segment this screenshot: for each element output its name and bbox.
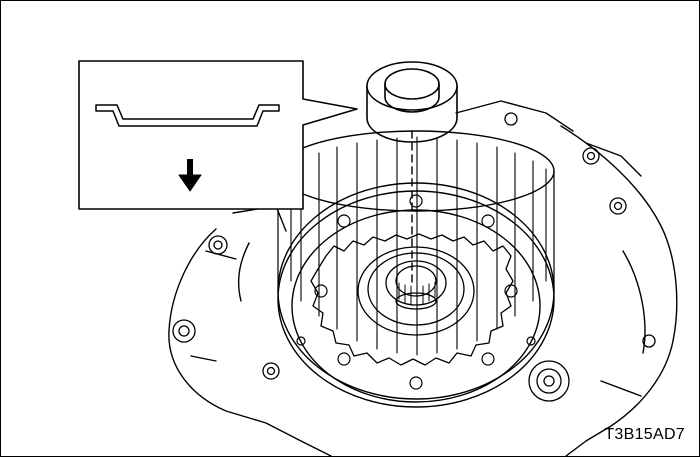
case-bolt-bosses (172, 112, 656, 402)
seal-ring-icon (366, 61, 458, 143)
down-arrow-icon (178, 159, 202, 192)
seal-cross-section (95, 104, 280, 127)
clutch-drum (277, 130, 555, 408)
figure-code: T3B15AD7 (604, 426, 685, 443)
clutch-hub (310, 233, 514, 366)
detail-callout (78, 60, 358, 210)
drum-splines (290, 136, 547, 356)
transaxle-case (168, 100, 678, 456)
